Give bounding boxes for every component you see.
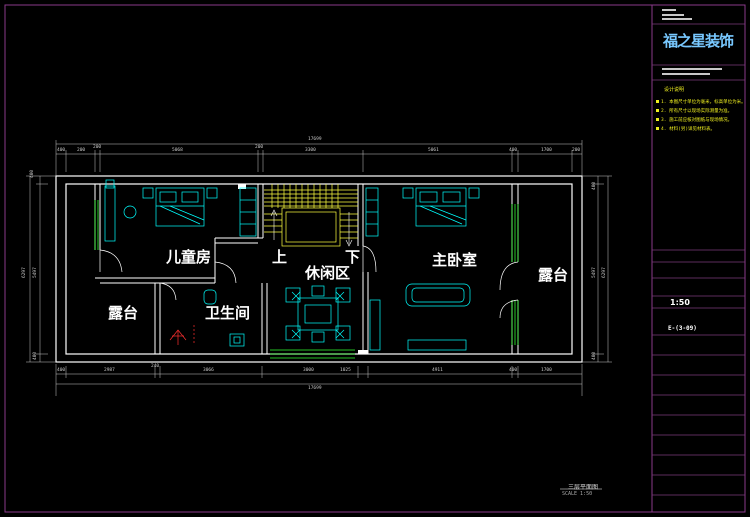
room-label-bathroom: 卫生间: [205, 304, 251, 322]
dim-top-seg: 200: [572, 148, 581, 153]
dim-bottom-seg: 240: [151, 364, 160, 369]
dim-top-overall: 17699: [308, 137, 322, 142]
title-block-grid: [652, 23, 745, 496]
dim-bottom-seg: 3000: [303, 368, 314, 373]
shower-spray: [169, 325, 195, 345]
dim-bottom-seg: 1025: [340, 368, 351, 373]
notes-title: 设计说明: [664, 87, 685, 93]
room-label-terrace-left: 露台: [108, 304, 139, 322]
dim-bottom-seg: 400: [57, 368, 66, 373]
dim-right-total: 6297: [602, 267, 607, 278]
staircase: [264, 184, 358, 247]
company-logo: 福之星装饰: [663, 32, 734, 50]
dim-top-seg: 5068: [172, 148, 183, 153]
note-line: 4. 材料(另)详见材料表。: [661, 127, 716, 132]
dim-top-seg: 400: [509, 148, 518, 153]
stair-arrows: [270, 209, 353, 247]
sheet-border: [4, 4, 746, 513]
dim-left-seg: 400: [33, 351, 38, 360]
dim-top-seg: 200: [77, 148, 86, 153]
stair-label-down: 下: [345, 248, 361, 266]
drawing-scale-note: SCALE 1:50: [562, 491, 593, 497]
room-label-master-bedroom: 主卧室: [432, 251, 478, 269]
dim-top-seg: 200: [93, 145, 102, 150]
room-label-lounge: 休闲区: [305, 264, 351, 282]
dim-bottom-seg: 3066: [203, 368, 214, 373]
dim-left-seg: 400: [30, 169, 35, 178]
dim-top-seg: 200: [255, 145, 264, 150]
stair-label-up: 上: [272, 248, 288, 266]
dim-top-seg: 1700: [541, 148, 552, 153]
note-line: 1. 本图尺寸单位为毫米，标高单位为米。: [661, 100, 746, 105]
note-line: 2. 所有尺寸以现场实际测量为准。: [661, 109, 733, 114]
dim-bottom-seg: 400: [509, 368, 518, 373]
room-label-kids-room: 儿童房: [166, 248, 212, 266]
dim-bottom-overall: 17699: [308, 386, 322, 391]
dimension-lines: [26, 140, 612, 396]
note-line: 3. 施工前应核对图纸与现场情况。: [661, 118, 733, 123]
dim-right-seg: 5497: [592, 267, 597, 278]
dim-top-seg: 400: [57, 148, 66, 153]
drawing-number: E-(3-09): [668, 325, 697, 332]
scale-value: 1:50: [670, 298, 690, 307]
dim-top-seg: 5061: [428, 148, 439, 153]
dim-right-seg: 400: [592, 351, 597, 360]
dim-left-seg: 5497: [33, 267, 38, 278]
dim-top-seg: 3300: [305, 148, 316, 153]
windows: [94, 200, 519, 345]
dim-bottom-seg: 4911: [432, 368, 443, 373]
wall-columns: [238, 184, 368, 354]
dim-right-seg: 400: [592, 181, 597, 190]
furniture: [104, 179, 480, 351]
dim-left-total: 6297: [22, 267, 27, 278]
dim-bottom-seg: 1700: [541, 368, 552, 373]
entry-steps: [270, 349, 355, 359]
title-block-marks: [662, 9, 722, 75]
room-label-terrace-right: 露台: [538, 266, 569, 284]
drawing-title: 三层平面图: [568, 484, 599, 491]
door-swings: [99, 245, 519, 319]
note-bullets: [656, 100, 659, 130]
dim-bottom-seg: 2987: [104, 368, 115, 373]
